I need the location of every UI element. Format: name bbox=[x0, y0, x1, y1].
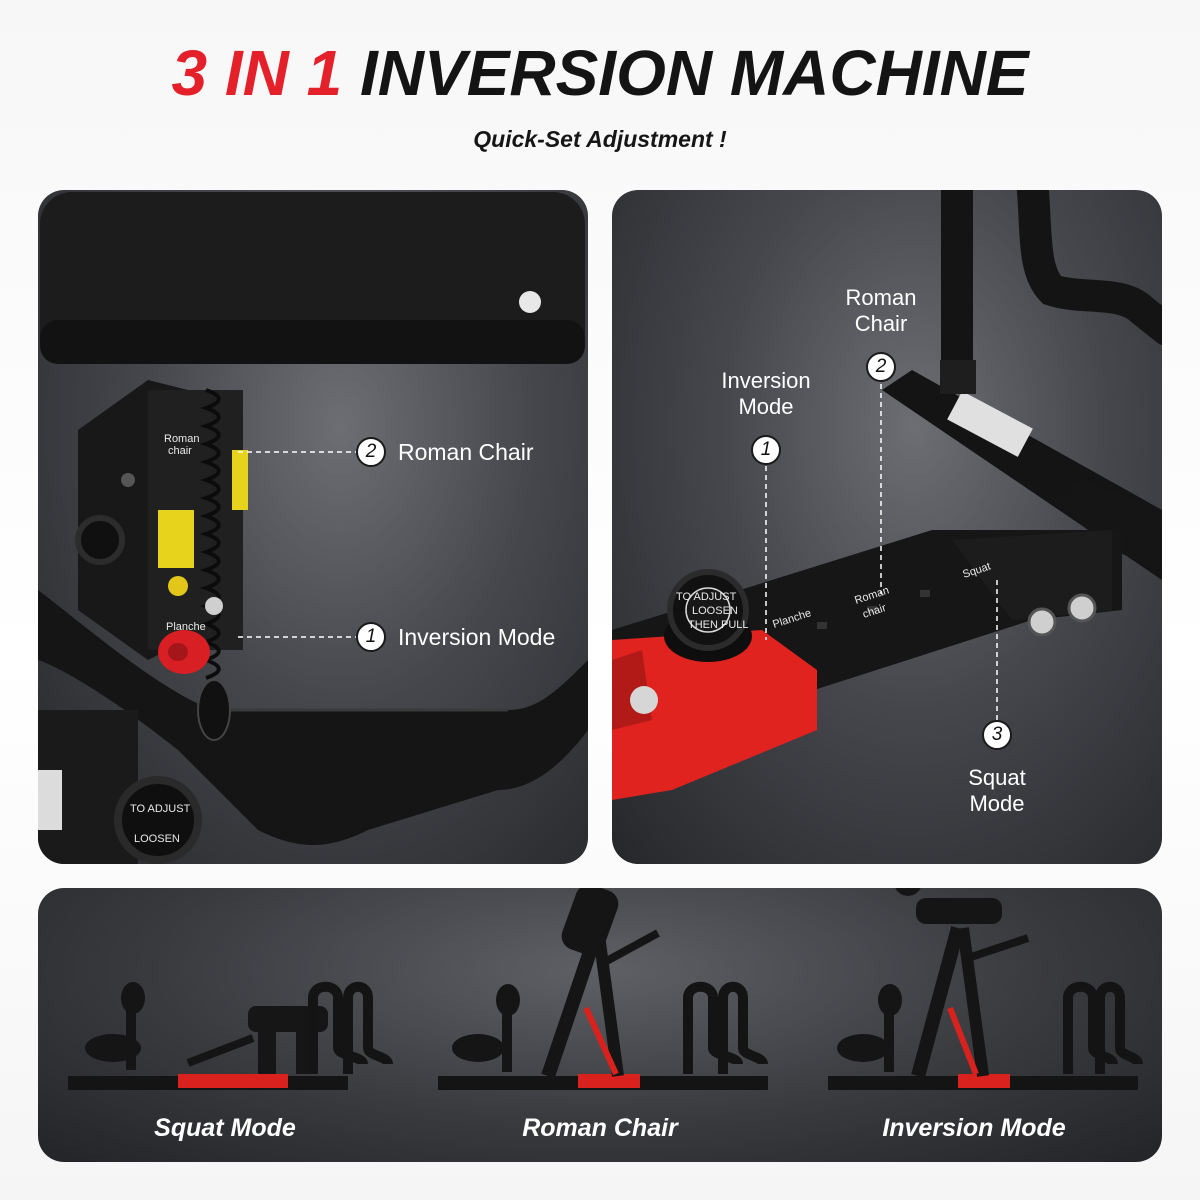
mode-label-squat: Squat Mode bbox=[154, 1114, 296, 1142]
frame-label bbox=[947, 391, 1033, 457]
svg-text:TO ADJUST: TO ADJUST bbox=[676, 591, 737, 603]
pivot-closeup-illustration: TO ADJUST LOOSEN Roman chair Planche bbox=[38, 192, 588, 864]
page-subtitle: Quick-Set Adjustment ! bbox=[473, 126, 727, 152]
seat-hole bbox=[519, 291, 541, 313]
svg-text:LOOSEN: LOOSEN bbox=[134, 833, 180, 845]
modes-panel: Squat Mode Roman Chair Inversion Mode bbox=[38, 888, 1162, 1162]
inversion-mode-machine bbox=[828, 888, 1143, 1090]
callout-number: 2 bbox=[356, 437, 386, 467]
warning-label bbox=[38, 770, 62, 830]
svg-text:Roman: Roman bbox=[164, 433, 199, 445]
callout-number-inversion: 1 bbox=[751, 435, 781, 465]
roman-chair-machine bbox=[438, 888, 768, 1090]
red-carriage bbox=[612, 630, 817, 800]
svg-text:LOOSEN: LOOSEN bbox=[692, 605, 738, 617]
frame-tube bbox=[38, 590, 588, 845]
callout-roman-chair: 2 Roman Chair bbox=[356, 437, 534, 467]
svg-text:chair: chair bbox=[168, 445, 192, 457]
spring bbox=[199, 388, 221, 680]
rail-closeup-panel: TO ADJUST LOOSEN THEN PULL Planche Roman… bbox=[612, 190, 1162, 864]
adjust-knob bbox=[114, 776, 202, 864]
svg-text:THEN PULL: THEN PULL bbox=[688, 619, 749, 631]
callout-number-roman: 2 bbox=[866, 352, 896, 382]
callout-label: Roman Chair bbox=[398, 438, 534, 465]
warning-sticker bbox=[158, 510, 194, 568]
callout-inversion-label: Inversion Mode bbox=[721, 368, 811, 419]
svg-text:Planche: Planche bbox=[166, 621, 206, 633]
callout-inversion-mode: 1 Inversion Mode bbox=[356, 622, 555, 652]
callout-label: Inversion Mode bbox=[398, 623, 556, 650]
page-title: 3 IN 1 INVERSION MACHINE bbox=[0, 36, 1200, 110]
svg-text:TO ADJUST: TO ADJUST bbox=[130, 803, 191, 815]
title-accent: 3 IN 1 bbox=[171, 37, 343, 109]
squat-mode-machine bbox=[68, 981, 393, 1090]
modes-illustration bbox=[68, 888, 1143, 1090]
title-main: INVERSION MACHINE bbox=[360, 37, 1029, 109]
pivot-closeup-panel: TO ADJUST LOOSEN Roman chair Planche 2 R… bbox=[38, 190, 588, 864]
foot-hook-handle bbox=[941, 190, 1162, 391]
mode-label-inversion: Inversion Mode bbox=[882, 1114, 1066, 1142]
mode-label-roman-chair: Roman Chair bbox=[522, 1114, 678, 1142]
rail-closeup-illustration: TO ADJUST LOOSEN THEN PULL Planche Roman… bbox=[612, 190, 1162, 800]
callout-number: 1 bbox=[356, 622, 386, 652]
callout-squat-label: Squat Mode bbox=[968, 765, 1026, 816]
callout-roman-label: Roman Chair bbox=[845, 285, 917, 336]
callout-number-squat: 3 bbox=[982, 720, 1012, 750]
